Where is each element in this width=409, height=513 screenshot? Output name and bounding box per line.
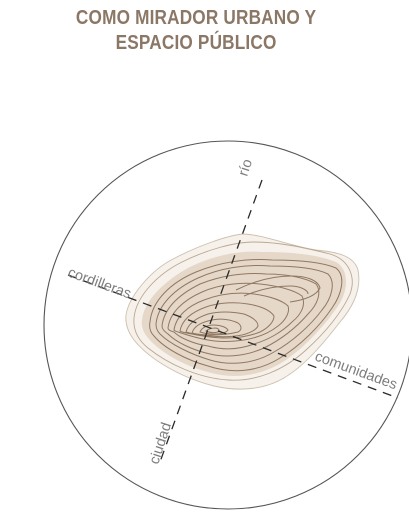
title-line-2: ESPACIO PÚBLICO [115,32,277,54]
axes [67,179,399,463]
contour-line [161,273,320,357]
contour-line [167,282,305,350]
contour-line [185,311,259,338]
contour-line [191,318,242,336]
contour-line [149,259,343,372]
boundary-circle [43,140,409,510]
axis-label-ciudad: ciudad [147,421,175,467]
contour-line [235,275,321,303]
contour-line [205,327,220,334]
topography-group [125,233,360,390]
contour-line [133,241,353,381]
axis-label-rio: río [236,157,256,178]
axis-cordilleras-comunidades [67,274,399,399]
axis-label-cordilleras: cordilleras [66,265,134,303]
page-title: COMO MIRADOR URBANO Y ESPACIO PÚBLICO [0,6,392,56]
axis-rio-ciudad [159,179,263,463]
contour-line [243,285,309,297]
contour-line [155,265,333,364]
title-line-1: COMO MIRADOR URBANO Y [75,7,317,29]
contour-line [199,324,229,335]
contour-line [173,292,289,342]
contour-lines [149,259,343,372]
